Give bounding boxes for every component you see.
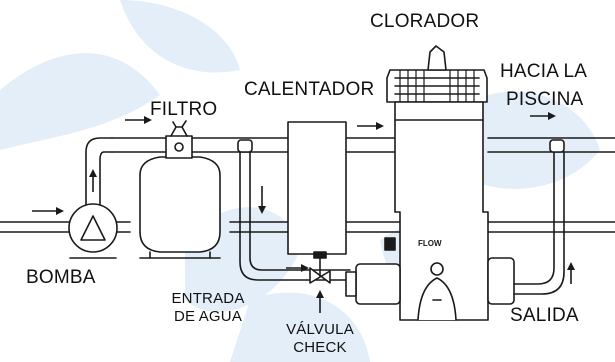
chlorinator-icon bbox=[345, 45, 515, 321]
check-valve-icon bbox=[309, 251, 331, 284]
calentador-label: CALENTADOR bbox=[244, 79, 375, 100]
de-agua-label: DE AGUA bbox=[173, 308, 243, 325]
arrow-icon bbox=[258, 186, 266, 214]
heater-icon bbox=[287, 121, 347, 255]
valvula-label: VÁLVULA bbox=[286, 321, 354, 338]
arrow-icon bbox=[286, 264, 309, 272]
arrow-icon bbox=[125, 116, 152, 124]
filtro-label: FILTRO bbox=[150, 99, 218, 120]
arrow-icon bbox=[32, 207, 64, 215]
flow-arrows bbox=[32, 112, 575, 313]
bypass-inlet-pipe bbox=[237, 139, 351, 281]
clorador-label: CLORADOR bbox=[370, 11, 480, 32]
salida-label: SALIDA bbox=[510, 305, 579, 326]
arrow-icon bbox=[567, 262, 575, 284]
flow-label: FLOW bbox=[418, 239, 442, 248]
bypass-outlet-pipe bbox=[513, 139, 565, 295]
arrow-icon bbox=[530, 112, 556, 120]
bomba-label: BOMBA bbox=[26, 267, 96, 288]
piscina-label: PISCINA bbox=[506, 89, 584, 110]
filter-tank-icon bbox=[139, 120, 221, 259]
arrow-icon bbox=[316, 290, 324, 313]
pump-icon bbox=[68, 203, 118, 259]
arrow-icon bbox=[89, 169, 97, 192]
check-label: CHECK bbox=[293, 339, 347, 356]
entrada-label: ENTRADA bbox=[171, 290, 245, 307]
hacia-la-label: HACIA LA bbox=[500, 61, 588, 82]
arrow-icon bbox=[357, 122, 384, 130]
